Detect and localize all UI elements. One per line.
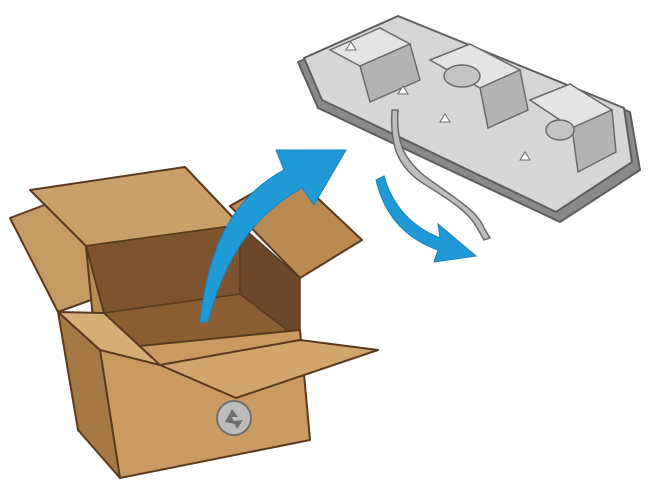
packaging-tray-icon xyxy=(297,15,641,241)
curved-arrow-up-icon xyxy=(199,149,347,323)
tray-circle xyxy=(443,64,481,88)
tray-mark-1 xyxy=(397,85,409,95)
tray-block-6 xyxy=(571,108,617,174)
curved-arrow-down-icon xyxy=(375,175,478,263)
cardboard-box xyxy=(9,166,379,479)
tray-mark-2 xyxy=(439,113,451,123)
recycle-icon xyxy=(216,400,252,436)
tray-strap xyxy=(390,109,492,241)
tray-block-4 xyxy=(479,68,529,130)
box-flap-front-right xyxy=(159,339,379,399)
tray-block-2 xyxy=(359,42,421,104)
tray-mark-3 xyxy=(519,151,531,161)
tray-mark-4 xyxy=(345,41,357,51)
tray-circle-right xyxy=(545,119,575,141)
